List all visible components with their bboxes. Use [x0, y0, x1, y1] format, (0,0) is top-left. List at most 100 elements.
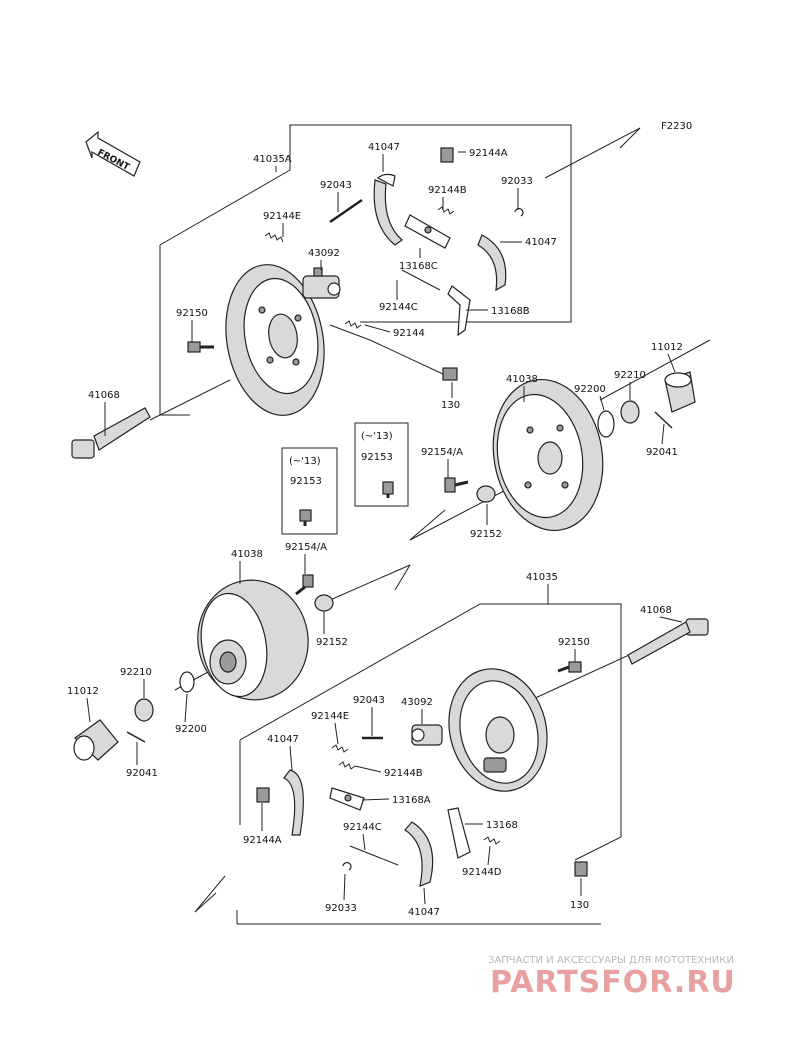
lower-brake-shoe-a — [283, 769, 304, 836]
upper-label-shoe-a: 41047 — [368, 142, 400, 153]
upper-bolt — [187, 341, 214, 353]
drum-left — [197, 579, 309, 701]
lower-label-clip: 92033 — [325, 903, 357, 914]
upper-screw — [442, 367, 458, 381]
drum-right-label-nut: 92210 — [614, 370, 646, 381]
lower-label-clip-a: 92144A — [243, 835, 282, 846]
lower-spring-b — [338, 761, 356, 770]
upper-label-clip-c: 92033 — [501, 176, 533, 187]
lower-label-axle: 41068 — [640, 605, 672, 616]
drum-right-label-stud: 92154/A — [421, 447, 463, 458]
drum-right-note-year: (~'13) — [361, 431, 393, 442]
upper-label-spring: 92144 — [393, 328, 425, 339]
upper-label-spring-e: 92144E — [263, 211, 301, 222]
lower-axle — [627, 618, 709, 665]
front-arrow-icon: FRONT — [85, 130, 141, 177]
drum-left-label-stud: 92154/A — [285, 542, 327, 553]
upper-brake-shoe-b — [477, 234, 507, 292]
lower-label-clip-b: 92144B — [384, 768, 423, 779]
upper-pin — [329, 198, 363, 224]
upper-label-cylinder: 43092 — [308, 248, 340, 259]
drum-left-nut — [134, 698, 154, 722]
upper-label-clip-b: 92144B — [428, 185, 467, 196]
lower-spring-e — [331, 744, 349, 753]
drum-right-label-seal: 92152 — [470, 529, 502, 540]
drum-left-cap — [73, 719, 119, 761]
drum-right-washer — [597, 410, 615, 438]
drum-left-seal — [314, 594, 334, 612]
upper-label-shoe-b: 41047 — [525, 237, 557, 248]
upper-wheel-cylinder — [302, 267, 341, 299]
lower-label-spring-d: 92144D — [462, 867, 502, 878]
drum-left-note-part: 92153 — [290, 476, 322, 487]
drum-left-label-washer: 92200 — [175, 724, 207, 735]
drum-left-washer — [179, 671, 195, 693]
drum-left-note-year: (~'13) — [289, 456, 321, 467]
lower-backing-plate — [448, 668, 548, 792]
drum-left-label-cap: 11012 — [67, 686, 99, 697]
drum-right — [492, 378, 604, 532]
upper-label-spring-c: 92144C — [379, 302, 418, 313]
drum-right-label-cotter: 92041 — [646, 447, 678, 458]
drum-right-seal — [476, 485, 496, 503]
upper-spring-b — [437, 206, 455, 215]
upper-spring — [344, 320, 362, 329]
lower-leaders — [261, 584, 683, 905]
upper-lever-b — [447, 285, 471, 337]
lower-spring-c — [349, 845, 399, 866]
lower-label-assembly: 41035 — [526, 572, 558, 583]
drum-right-label-washer: 92200 — [574, 384, 606, 395]
drum-left-label-drum: 41038 — [231, 549, 263, 560]
lower-label-cylinder: 43092 — [401, 697, 433, 708]
lower-label-pin: 92043 — [353, 695, 385, 706]
lower-label-lever: 13168 — [486, 820, 518, 831]
upper-backing-plate — [225, 264, 325, 416]
drum-right-leaders — [447, 353, 676, 525]
lower-assembly-frame — [194, 603, 641, 925]
drum-right-stud — [444, 477, 469, 493]
upper-label-lever-b: 13168B — [491, 306, 530, 317]
drum-right-nut — [620, 400, 640, 424]
lower-label-spring-e: 92144E — [311, 711, 349, 722]
lower-label-shoe-b: 41047 — [408, 907, 440, 918]
drum-right-note-part: 92153 — [361, 452, 393, 463]
watermark-tagline: ЗАПЧАСТИ И АКСЕССУАРЫ ДЛЯ МОТОТЕХНИКИ — [488, 955, 734, 966]
drum-right-cotter — [654, 411, 673, 429]
drum-left-stud — [295, 574, 314, 596]
lower-screw — [574, 861, 588, 877]
drum-right-label-drum: 41038 — [506, 374, 538, 385]
watermark-logo: PARTSFOR.RU — [490, 965, 736, 1000]
upper-label-pin: 92043 — [320, 180, 352, 191]
lower-label-lever-a: 13168A — [392, 795, 431, 806]
lower-clip — [342, 862, 352, 871]
lower-label-screw: 130 — [570, 900, 589, 911]
upper-assembly-frame — [149, 124, 641, 421]
drum-right-label-cap: 11012 — [651, 342, 683, 353]
lower-bolt — [557, 661, 582, 673]
drum-left-label-seal: 92152 — [316, 637, 348, 648]
drum-left-cotter — [126, 731, 146, 743]
drum-right-cap — [664, 371, 696, 413]
upper-label-assembly: 41035A — [253, 154, 292, 165]
upper-label-screw: 130 — [441, 400, 460, 411]
lower-label-spring-c: 92144C — [343, 822, 382, 833]
upper-leaders — [104, 151, 522, 436]
lower-label-shoe-a: 41047 — [267, 734, 299, 745]
upper-label-axle: 41068 — [88, 390, 120, 401]
upper-clip-c — [514, 208, 524, 217]
drum-left-label-nut: 92210 — [120, 667, 152, 678]
lower-lever-a — [329, 787, 365, 811]
upper-spring-e — [264, 232, 284, 243]
lower-brake-shoe-b — [404, 821, 434, 887]
drum-right-note-box — [354, 422, 409, 507]
upper-label-clip-a: 92144A — [469, 148, 508, 159]
drum-left-leaders — [86, 554, 325, 765]
lower-label-bolt: 92150 — [558, 637, 590, 648]
lower-clip-a — [256, 787, 270, 803]
upper-label-bolt: 92150 — [176, 308, 208, 319]
upper-spring-c — [401, 269, 441, 291]
diagram-code: F2230 — [661, 121, 692, 132]
lower-lever — [447, 807, 471, 859]
drum-left-note-box — [281, 447, 338, 535]
